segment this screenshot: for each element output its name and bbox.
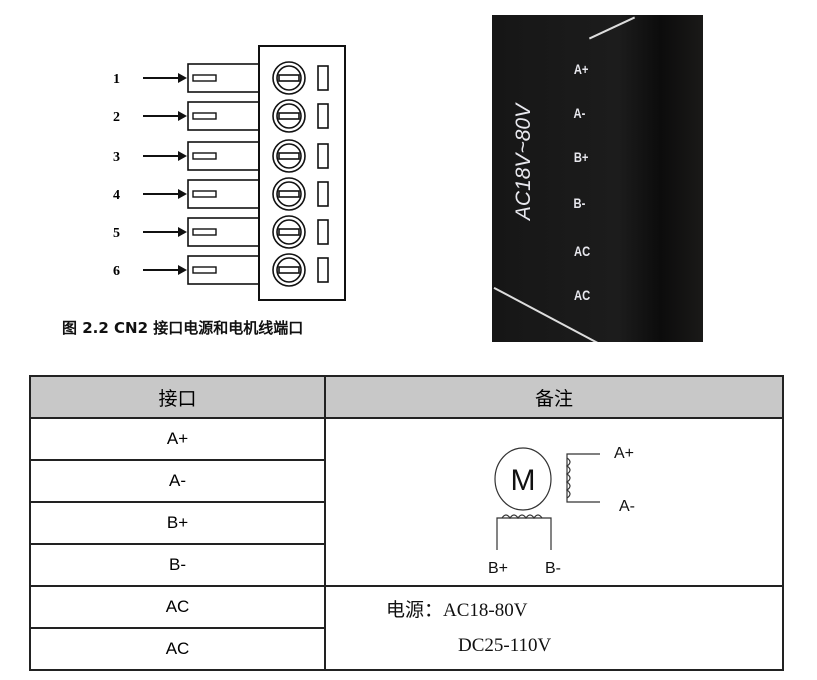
screw-outer — [272, 177, 306, 211]
plug-tab — [187, 255, 260, 285]
plug-slot — [192, 74, 217, 82]
arrow-head-icon — [178, 151, 187, 161]
screw-icon — [276, 65, 302, 91]
port-table: 接口 备注 A+ M A+ A- B+ — [29, 375, 784, 671]
pin-number: 6 — [113, 264, 120, 279]
terminal-block-body — [258, 45, 346, 301]
plug-slot — [192, 112, 217, 120]
port-cell: B+ — [29, 501, 326, 545]
screw-outer — [272, 253, 306, 287]
plug-tab — [187, 101, 260, 131]
coil-b-icon — [501, 514, 543, 520]
arrow-head-icon — [178, 227, 187, 237]
coil-b-leads — [496, 517, 552, 550]
arrow-head-icon — [178, 189, 187, 199]
decor-line — [588, 16, 636, 40]
cn2-connector-diagram: 1 2 3 4 5 6 — [113, 45, 346, 301]
terminal-label: AC — [574, 287, 591, 303]
driver-terminal-photo: AC18V~80V A+ A- B+ B- AC AC — [492, 15, 703, 342]
screw-slot — [278, 228, 300, 236]
pin-number: 5 — [113, 226, 120, 241]
screw-slot — [278, 74, 300, 82]
power-line-1: 电源：AC18-80V — [386, 600, 528, 621]
screw-slot — [278, 112, 300, 120]
plug-tab — [187, 141, 260, 171]
pin-number: 1 — [113, 72, 120, 87]
figure-caption: 图 2.2 CN2 接口电源和电机线端口 — [62, 319, 304, 337]
coil-a-leads — [566, 453, 600, 503]
b-minus-label: B- — [545, 560, 561, 577]
terminal-label: B- — [573, 195, 586, 211]
wire-hole — [317, 143, 329, 169]
arrow-head-icon — [178, 111, 187, 121]
plug-slot — [192, 190, 217, 198]
arrow-head-icon — [178, 265, 187, 275]
screw-outer — [272, 215, 306, 249]
port-cell: A+ — [29, 417, 326, 461]
screw-outer — [272, 61, 306, 95]
screw-icon — [276, 143, 302, 169]
wire-hole — [317, 103, 329, 129]
power-note-cell: 电源：AC18-80V DC25-110V — [324, 585, 784, 671]
port-cell: AC — [29, 627, 326, 671]
plug-tab — [187, 179, 260, 209]
terminal-label: B+ — [573, 149, 589, 165]
screw-icon — [276, 219, 302, 245]
plug-slot — [192, 266, 217, 274]
motor-circle — [494, 447, 552, 511]
header-note: 备注 — [324, 375, 784, 419]
screw-slot — [278, 152, 300, 160]
port-cell: B- — [29, 543, 326, 587]
plug-slot — [192, 228, 217, 236]
pin-number: 2 — [113, 110, 120, 125]
motor-diagram-cell: M A+ A- B+ B- — [324, 417, 784, 587]
plug-tab — [187, 217, 260, 247]
plug-slot — [192, 152, 217, 160]
arrow-head-icon — [178, 73, 187, 83]
screw-outer — [272, 139, 306, 173]
screw-icon — [276, 103, 302, 129]
a-minus-label: A- — [619, 498, 635, 515]
terminal-label: A+ — [573, 61, 589, 77]
port-cell: AC — [29, 585, 326, 629]
wire-hole — [317, 181, 329, 207]
screw-icon — [276, 257, 302, 283]
motor-wiring-diagram: M A+ A- B+ B- — [488, 445, 635, 577]
wire-hole — [317, 257, 329, 283]
header-port: 接口 — [29, 375, 326, 419]
plug-tab — [187, 63, 260, 93]
a-plus-label: A+ — [614, 445, 634, 462]
terminal-label: A- — [573, 105, 586, 121]
coil-a-icon — [565, 457, 571, 499]
wire-hole — [317, 219, 329, 245]
voltage-label: AC18V~80V — [512, 103, 535, 221]
port-cell: A- — [29, 459, 326, 503]
wire-hole — [317, 65, 329, 91]
power-line-2: DC25-110V — [458, 635, 552, 656]
screw-outer — [272, 99, 306, 133]
pin-number: 4 — [113, 188, 120, 203]
screw-icon — [276, 181, 302, 207]
b-plus-label: B+ — [488, 560, 508, 577]
pin-number: 3 — [113, 150, 120, 165]
motor-label: M — [511, 464, 536, 497]
screw-slot — [278, 190, 300, 198]
screw-slot — [278, 266, 300, 274]
terminal-label: AC — [574, 243, 591, 259]
